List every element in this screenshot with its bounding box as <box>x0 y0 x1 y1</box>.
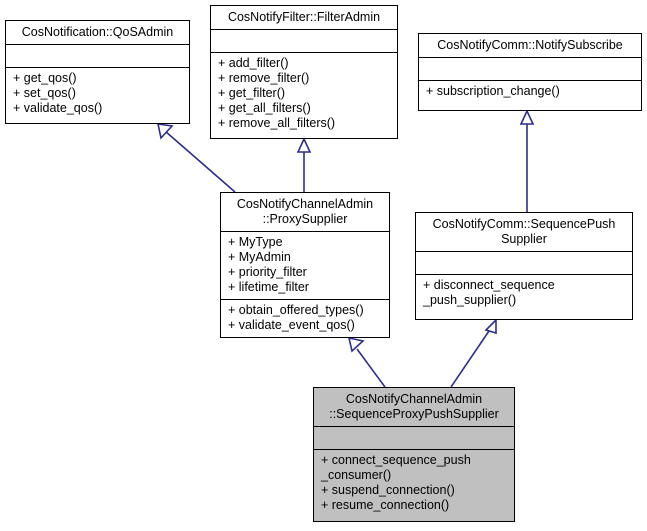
attribute: + priority_filter <box>228 265 307 279</box>
class-attributes-sequencepushsupplier <box>416 252 632 274</box>
class-name-qosadmin: CosNotification::QoSAdmin <box>21 25 174 39</box>
divider <box>221 299 389 300</box>
operation: + set_qos() <box>13 86 76 100</box>
class-attributes-filteradmin <box>211 30 397 52</box>
class-name-filteradmin: CosNotifyFilter::FilterAdmin <box>227 10 381 24</box>
class-operations-sequencepushsupplier: + disconnect_sequence _push_supplier() <box>416 275 632 312</box>
class-attributes-notifysubscribe <box>419 58 641 80</box>
edge-proxysupplier-to-filteradmin <box>296 137 312 192</box>
class-box-qosadmin[interactable]: CosNotification::QoSAdmin + get_qos() + … <box>5 20 190 124</box>
attribute: + lifetime_filter <box>228 280 309 294</box>
class-name-sequenceproxypushsupplier: CosNotifyChannelAdmin ::SequenceProxyPus… <box>329 392 499 421</box>
divider <box>6 44 189 45</box>
operation: + resume_connection() <box>321 498 450 512</box>
edge-sequenceproxypushsupplier-to-proxysupplier <box>347 336 386 388</box>
class-box-sequencepushsupplier[interactable]: CosNotifyComm::SequencePush Supplier + d… <box>415 212 633 320</box>
operation: + disconnect_sequence _push_supplier() <box>423 278 555 307</box>
attribute: + MyAdmin <box>228 250 291 264</box>
class-attributes-proxysupplier: + MyType + MyAdmin + priority_filter + l… <box>221 232 389 299</box>
divider <box>419 80 641 81</box>
operation: + remove_all_filters() <box>218 116 336 130</box>
operation: + get_qos() <box>13 71 77 85</box>
class-operations-qosadmin: + get_qos() + set_qos() + validate_qos() <box>6 68 189 120</box>
operation: + suspend_connection() <box>321 483 455 497</box>
operation: + add_filter() <box>218 56 289 70</box>
class-name-notifysubscribe: CosNotifyComm::NotifySubscribe <box>437 38 623 52</box>
divider <box>314 449 514 450</box>
class-attributes-sequenceproxypushsupplier <box>314 427 514 449</box>
edge-sequenceproxypushsupplier-to-sequencepushsupplier <box>450 318 497 388</box>
divider <box>419 57 641 58</box>
class-operations-filteradmin: + add_filter() + remove_filter() + get_f… <box>211 53 397 135</box>
class-attributes-qosadmin <box>6 45 189 67</box>
divider <box>314 426 514 427</box>
attribute: + MyType <box>228 235 283 249</box>
operation: + remove_filter() <box>218 71 310 85</box>
class-operations-proxysupplier: + obtain_offered_types() + validate_even… <box>221 300 389 337</box>
class-name-proxysupplier: CosNotifyChannelAdmin ::ProxySupplier <box>236 197 374 226</box>
operation: + obtain_offered_types() <box>228 303 364 317</box>
operation: + connect_sequence_push _consumer() <box>321 453 471 482</box>
operation: + validate_qos() <box>13 101 103 115</box>
class-box-notifysubscribe[interactable]: CosNotifyComm::NotifySubscribe + subscri… <box>418 33 642 111</box>
class-box-proxysupplier[interactable]: CosNotifyChannelAdmin ::ProxySupplier + … <box>220 192 390 338</box>
edge-sequencepushsupplier-to-notifysubscribe <box>519 109 535 212</box>
divider <box>416 274 632 275</box>
operation: + get_all_filters() <box>218 101 311 115</box>
operation: + subscription_change() <box>426 84 560 98</box>
operation: + validate_event_qos() <box>228 318 355 332</box>
divider <box>416 251 632 252</box>
divider <box>211 29 397 30</box>
divider <box>211 52 397 53</box>
divider <box>221 231 389 232</box>
divider <box>6 67 189 68</box>
class-operations-notifysubscribe: + subscription_change() <box>419 81 641 103</box>
class-box-filteradmin[interactable]: CosNotifyFilter::FilterAdmin + add_filte… <box>210 5 398 139</box>
class-operations-sequenceproxypushsupplier: + connect_sequence_push _consumer() + su… <box>314 450 514 517</box>
class-box-sequenceproxypushsupplier[interactable]: CosNotifyChannelAdmin ::SequenceProxyPus… <box>313 387 515 522</box>
class-name-sequencepushsupplier: CosNotifyComm::SequencePush Supplier <box>432 217 616 246</box>
operation: + get_filter() <box>218 86 286 100</box>
